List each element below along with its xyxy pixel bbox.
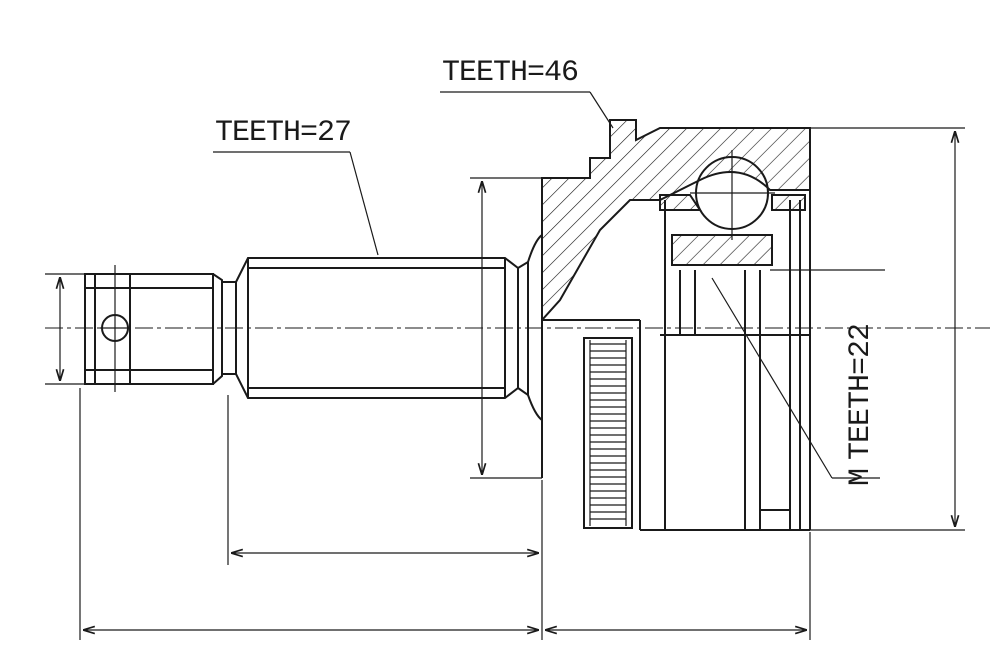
abs-ring-teeth — [590, 343, 626, 520]
threaded-stub — [84, 265, 237, 392]
teeth-22-label: TEETH=22 — [844, 324, 878, 460]
abs-tone-ring — [583, 337, 633, 529]
outer-housing — [541, 119, 811, 531]
teeth-27-label: TEETH=27 — [215, 116, 351, 150]
teeth-46-label: TEETH=46 — [442, 56, 578, 90]
splined-shaft — [235, 234, 543, 421]
